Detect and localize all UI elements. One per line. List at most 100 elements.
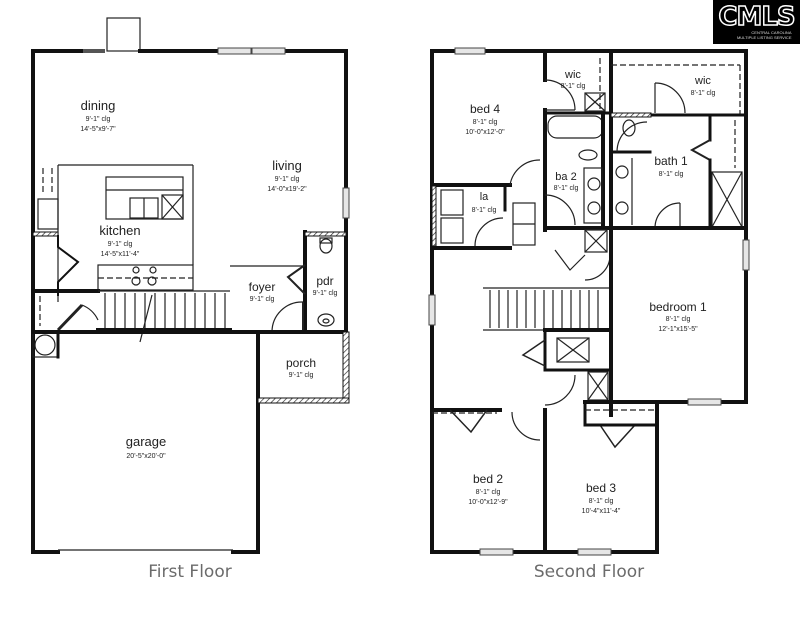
dryer: [440, 189, 464, 216]
room-living-ceiling: 9'-1" clg: [275, 176, 300, 183]
vanity: [583, 167, 603, 224]
wall: [285, 49, 348, 334]
window: [454, 47, 486, 55]
closet-x: [584, 92, 606, 112]
burner: [147, 276, 157, 286]
door: [56, 303, 84, 332]
room-living-size: 14'-0"x19'-2": [267, 186, 307, 193]
dishwasher: [161, 194, 184, 220]
room-wic-left-ceiling: 8'-1" clg: [561, 83, 586, 90]
door-swing: [616, 121, 648, 153]
room-dining-size: 14'-5"x9'-7": [80, 126, 116, 133]
room-ba2-ceiling: 8'-1" clg: [554, 185, 579, 192]
entry-door-swing: [271, 301, 304, 333]
window: [251, 47, 286, 55]
room-living-name: living: [272, 158, 302, 173]
logo-subtitle-2: MULTIPLE LISTING SERVICE: [736, 35, 792, 40]
window: [577, 548, 612, 556]
sink: [615, 201, 629, 215]
wic-door-swing: [544, 79, 576, 111]
door-swing: [511, 411, 541, 441]
room-bath1-name: bath 1: [654, 154, 688, 168]
linen-closet: [584, 92, 606, 112]
room-bed2-size: 10'-0"x12'-9": [468, 499, 508, 506]
window: [742, 239, 750, 271]
sink: [587, 177, 601, 191]
second-floor-plan: bed 4 8'-1" clg 10'-0"x12'-0" wic 8'-1" …: [428, 47, 750, 582]
sink: [615, 165, 629, 179]
toilet: [578, 149, 598, 161]
room-bed4-ceiling: 8'-1" clg: [473, 119, 498, 126]
window: [217, 47, 252, 55]
sink: [317, 313, 335, 327]
room-garage-name: garage: [126, 434, 166, 449]
wic-door-swing: [654, 82, 686, 114]
sink: [587, 201, 601, 215]
room-bed3-ceiling: 8'-1" clg: [589, 498, 614, 505]
chimney: [106, 17, 141, 52]
room-bed2-ceiling: 8'-1" clg: [476, 489, 501, 496]
staircase: [104, 293, 226, 343]
staircase: [489, 290, 599, 328]
door-swing: [509, 159, 541, 186]
toilet: [319, 238, 333, 254]
window: [342, 187, 350, 219]
hatched-wall: [304, 231, 347, 237]
pantry-door: [57, 235, 80, 296]
dishwasher-x: [161, 194, 184, 220]
access-x: [556, 337, 590, 363]
room-bath1-ceiling: 8'-1" clg: [659, 171, 684, 178]
room-bed4-size: 10'-0"x12'-0": [465, 129, 505, 136]
room-garage-size: 20'-5"x20'-0": [126, 453, 166, 460]
door-swing: [81, 304, 99, 321]
room-wic-left-name: wic: [564, 69, 581, 81]
hatched-wall: [610, 112, 652, 118]
room-wic-right-name: wic: [694, 75, 711, 87]
door-swing: [474, 217, 504, 247]
room-la-name: la: [480, 191, 489, 203]
burner: [132, 266, 140, 274]
room-kitchen-name: kitchen: [99, 223, 140, 238]
porch-rail: [342, 331, 350, 403]
closet-door: [449, 409, 488, 434]
room-ba2-name: ba 2: [555, 171, 576, 183]
room-foyer-name: foyer: [249, 280, 276, 294]
door-swing: [654, 202, 681, 229]
sink-drain: [322, 318, 330, 324]
refrigerator: [37, 198, 59, 230]
first-floor-label: First Floor: [148, 562, 231, 582]
room-pdr-name: pdr: [316, 274, 333, 288]
room-bedroom1-ceiling: 8'-1" clg: [666, 316, 691, 323]
room-foyer-ceiling: 9'-1" clg: [250, 296, 275, 303]
hvac-x: [587, 371, 609, 401]
pdr-door: [286, 264, 306, 295]
room-dining-name: dining: [81, 98, 116, 113]
logo-text: CMLS: [718, 2, 797, 32]
access-x: [584, 229, 608, 253]
attic-access: [584, 229, 608, 253]
cmls-logo: CMLS CENTRAL CAROLINA MULTIPLE LISTING S…: [713, 0, 800, 44]
room-wic-right-ceiling: 8'-1" clg: [691, 90, 716, 97]
logo-subtitle-1: CENTRAL CAROLINA: [751, 30, 792, 35]
window: [479, 548, 514, 556]
room-bedroom1-size: 12'-1"x15'-5": [658, 326, 698, 333]
room-pdr-ceiling: 9'-1" clg: [313, 290, 338, 297]
room-porch-name: porch: [286, 356, 316, 370]
first-floor-plan: dining 9'-1" clg 14'-5"x9'-7" living 9'-…: [31, 17, 350, 582]
room-kitchen-ceiling: 9'-1" clg: [108, 241, 133, 248]
door-swing: [584, 254, 611, 281]
burner: [131, 276, 141, 286]
room-porch-ceiling: 9'-1" clg: [289, 372, 314, 379]
room-bed3-size: 10'-4"x11'-4": [582, 508, 621, 515]
closet-door: [599, 424, 636, 449]
attic-access: [556, 337, 590, 363]
window: [83, 49, 105, 53]
shower-x: [711, 171, 743, 228]
door-swing: [554, 249, 586, 271]
water-heater-box: [32, 331, 59, 358]
room-bed4-name: bed 4: [470, 102, 500, 116]
hatched-wall: [431, 185, 437, 247]
room-bed3-name: bed 3: [586, 481, 616, 495]
closet-door: [689, 139, 711, 161]
